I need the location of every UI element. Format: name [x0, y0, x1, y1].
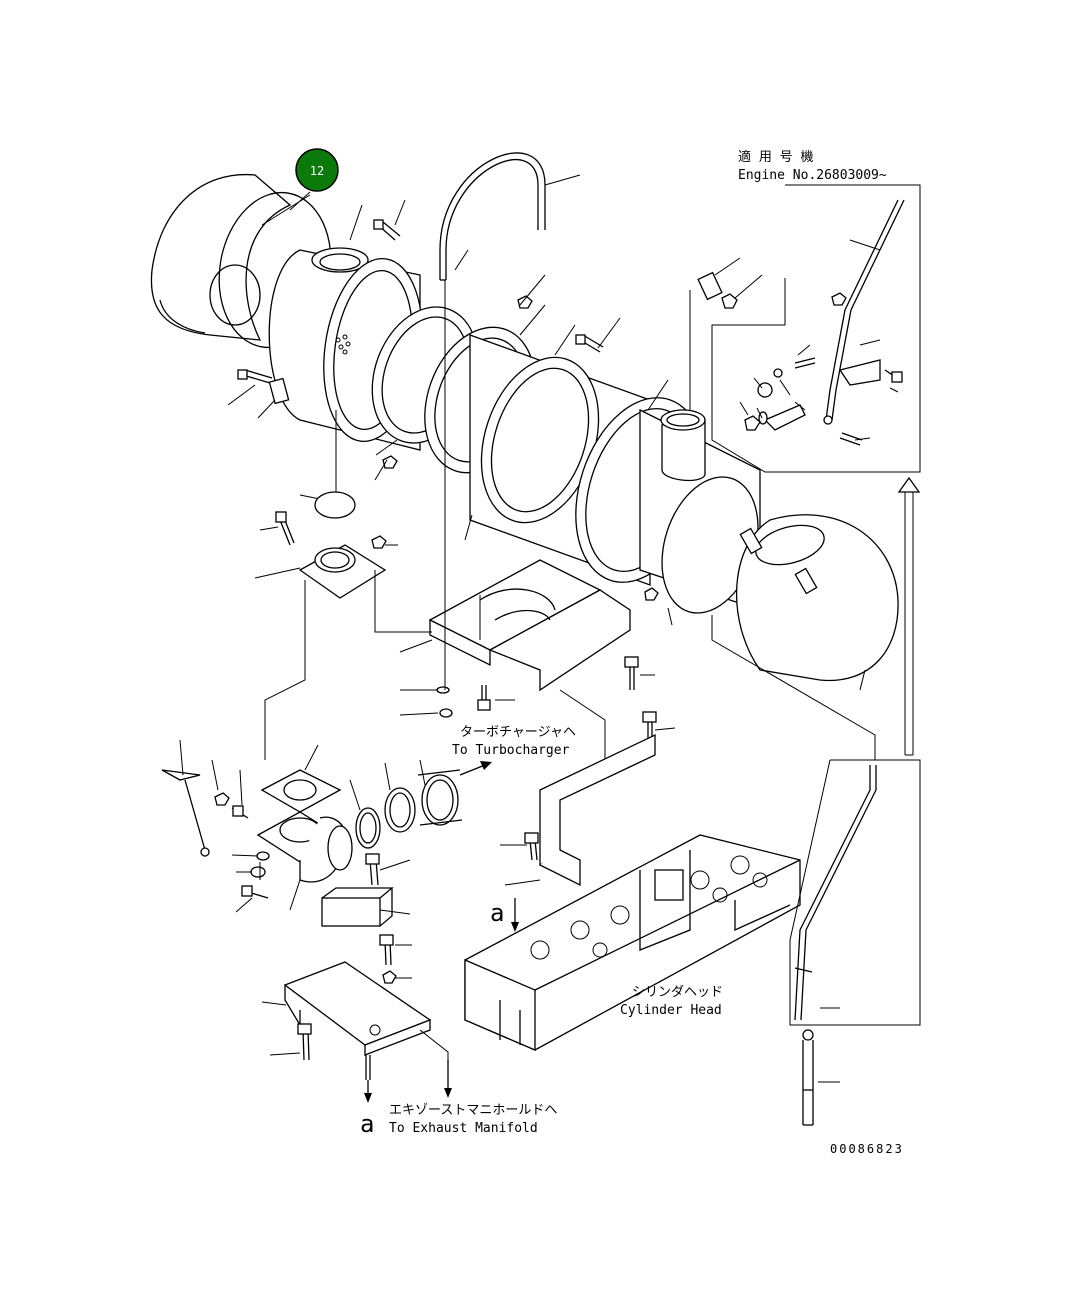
- leader: [399, 639, 433, 653]
- leader: [399, 712, 439, 716]
- turbo-label-en: To Turbocharger: [452, 743, 570, 758]
- callout-leader: [289, 191, 311, 211]
- cylinder-head: [464, 834, 801, 1051]
- callout-12-button[interactable]: 12: [295, 148, 339, 192]
- mounting-bracket: [428, 559, 631, 692]
- head-label-jp: シリンダヘッド: [632, 985, 723, 1000]
- small-parts-left: [161, 769, 394, 927]
- callout-circle[interactable]: [295, 148, 339, 192]
- support-plate: [283, 934, 432, 1080]
- dipstick-tube: [802, 1029, 840, 1126]
- drawing-number: 00086823: [830, 1142, 904, 1156]
- turbo-label-jp: ターボチャージャヘ: [460, 725, 576, 740]
- head-bracket: [524, 733, 656, 887]
- callout-number[interactable]: 12: [310, 164, 324, 178]
- leader: [504, 879, 541, 886]
- turbo-arrow: [459, 761, 492, 776]
- inlet-flange: [275, 511, 387, 599]
- leader: [654, 727, 676, 731]
- muffler-end-cap-left: [150, 173, 332, 349]
- exhaust-label-en: To Exhaust Manifold: [389, 1121, 538, 1136]
- leader-lines: [227, 174, 866, 691]
- variant-frame-bottom: [789, 759, 921, 1026]
- leader: [259, 526, 279, 531]
- bolts-top: [237, 219, 604, 469]
- serial-note-jp: 適 用 号 機: [738, 149, 813, 165]
- group-lines: [264, 280, 876, 760]
- variant-frame-top: [711, 184, 921, 473]
- clip-plate: [697, 257, 763, 309]
- ref-label-a-bottom: a: [360, 1110, 374, 1138]
- muffler-end-cap-right: [735, 514, 899, 682]
- exhaust-elbow-assembly: [256, 769, 463, 883]
- down-arrows: [364, 898, 519, 1103]
- breather-tube: [439, 152, 546, 281]
- variant-frame-top-leaders: [739, 239, 899, 441]
- o-ring: [314, 491, 356, 519]
- serial-note-en: Engine No.26803009~: [738, 168, 887, 183]
- up-arrow: [897, 476, 921, 756]
- exhaust-label-jp: エキゾーストマニホールドヘ: [389, 1103, 557, 1118]
- head-label-en: Cylinder Head: [620, 1003, 722, 1018]
- leader-lines-bottom: [261, 944, 449, 1090]
- ref-label-a-head: a: [490, 899, 504, 927]
- leader: [254, 567, 301, 579]
- muffler-outlet-section: [639, 408, 761, 614]
- bracket-fasteners: [436, 587, 659, 740]
- leader-lines-left: [179, 739, 426, 915]
- perforation-holes: [335, 334, 351, 355]
